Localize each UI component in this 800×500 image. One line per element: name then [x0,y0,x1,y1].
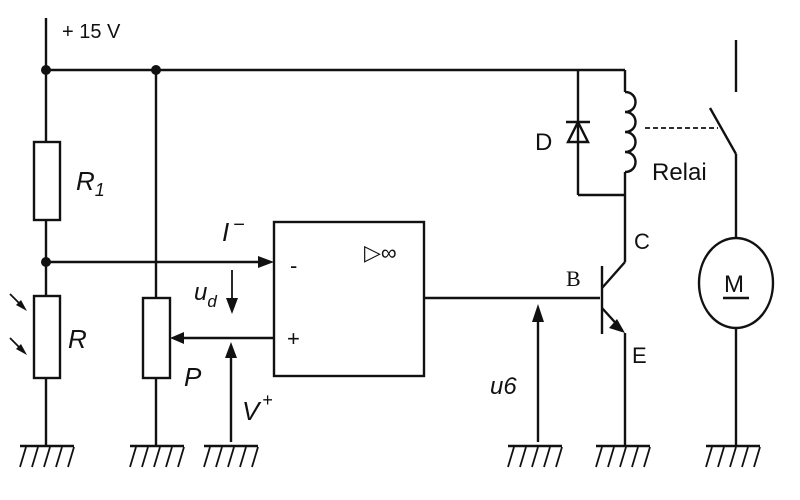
relay-switch: Relai [645,40,738,238]
current-arrow [258,256,274,268]
base-label: B [566,266,581,291]
opamp-minus-label: - [290,253,297,278]
ud-voltage: ud [194,270,238,314]
p-label: P [184,362,202,392]
relay-label: Relai [652,159,707,186]
ground-symbol [507,444,563,468]
collector-label: C [634,229,650,254]
relay-contact [708,107,738,155]
diode-label: D [535,129,552,156]
supply-label: + 15 V [62,21,121,43]
emitter-arrow [609,319,625,333]
u6-label: u6 [490,373,517,400]
u6-voltage: u6 [490,304,544,442]
light-arrow-head [16,344,27,355]
r-label: R [68,324,87,354]
photoresistor-r: R [9,293,87,446]
ground-symbol [129,444,185,468]
opamp-gain-symbol: ▷∞ [364,240,397,265]
wiper-arrow [170,332,184,344]
vplus-label: V+ [242,390,273,426]
r1-label: R1 [76,166,105,200]
transistor: B C E [566,195,650,446]
transistor-collector [601,261,626,289]
opamp-plus-label: + [287,326,300,351]
relay-coil [624,90,637,174]
ground-symbol [595,444,651,468]
ground-symbol [203,444,259,468]
motor: M [697,236,775,446]
ground-symbol [19,444,75,468]
light-arrow-head [16,300,27,311]
ud-label: ud [194,279,217,311]
potentiometer-p: P [141,70,274,446]
ground-symbol [705,444,761,468]
vplus-voltage: V+ [225,342,273,442]
opamp: - + ▷∞ [272,220,600,378]
emitter-label: E [632,343,647,368]
minus-input-wire: I− [41,214,274,268]
relay-coil-and-diode: D [535,70,637,197]
supply-rail: + 15 V [41,18,625,75]
current-label: I− [222,214,245,247]
diode-triangle [566,119,590,144]
motor-label: M [724,271,744,298]
